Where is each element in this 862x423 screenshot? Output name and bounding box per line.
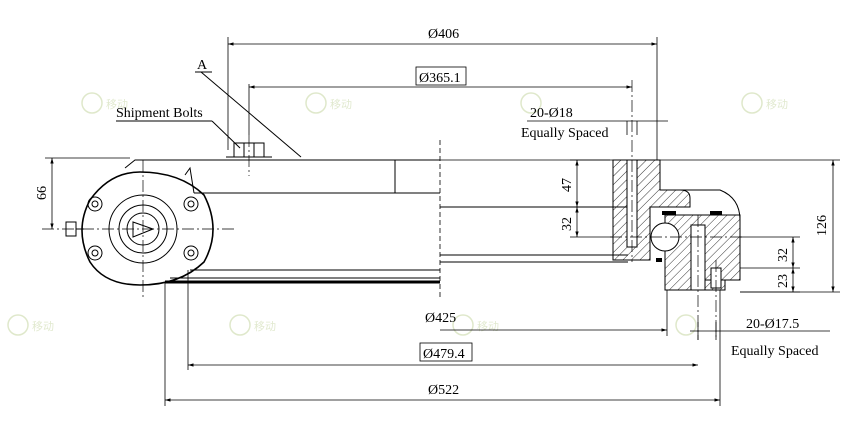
watermark-logo-icon [675, 314, 697, 336]
dimension-32-left: 32 [560, 206, 613, 238]
dimension-406: Ø406 [227, 27, 658, 160]
bolt-holes-top-callout: 20-Ø18 Equally Spaced [521, 106, 668, 141]
watermark-text: 移动 [106, 98, 128, 111]
housing [124, 140, 628, 300]
dimension-479-label: Ø479.4 [423, 347, 465, 362]
watermark-logo-icon: 移动 [741, 92, 788, 114]
dimension-47: 47 [560, 159, 613, 207]
watermark-logo-icon [520, 92, 542, 114]
watermark-group: 移动 移动 移动 移动 移动 移动 [7, 92, 788, 336]
watermark-text: 移动 [32, 320, 54, 333]
dimension-479: Ø479.4 [187, 270, 698, 370]
dimension-425: Ø425 [425, 290, 668, 336]
bolt-holes-bottom-label: 20-Ø17.5 [746, 317, 799, 332]
watermark-text: 移动 [766, 98, 788, 111]
watermark-logo-icon: 移动 [81, 92, 128, 114]
dimension-365: Ø365.1 [248, 66, 632, 135]
flange-bolt-icon [183, 245, 199, 261]
bolt-holes-bottom-callout: 20-Ø17.5 Equally Spaced [690, 317, 830, 359]
ring-section [610, 80, 745, 340]
dimension-425-label: Ø425 [425, 311, 456, 326]
shipment-bolt-icon [226, 135, 272, 176]
dimension-32-left-label: 32 [560, 217, 575, 231]
dimension-365-label: Ø365.1 [419, 71, 461, 86]
dimension-126-label: 126 [815, 215, 830, 236]
dimension-32-right: 32 [740, 236, 800, 269]
section-marker-a: A [195, 58, 302, 158]
motor-flange [42, 160, 235, 300]
flange-bolt-icon [183, 196, 199, 212]
dimension-406-label: Ø406 [428, 27, 459, 42]
watermark-text: 移动 [330, 98, 352, 111]
bolt-holes-top-label: 20-Ø18 [530, 106, 573, 121]
section-marker-label: A [197, 58, 208, 73]
equally-spaced-top-label: Equally Spaced [521, 126, 608, 141]
dimension-522-label: Ø522 [428, 383, 459, 398]
equally-spaced-bottom-label: Equally Spaced [731, 344, 818, 359]
watermark-logo-icon: 移动 [229, 314, 276, 336]
shipment-bolts-callout: Shipment Bolts [116, 106, 241, 149]
dimension-66-label: 66 [35, 186, 50, 200]
dimension-23: 23 [740, 268, 800, 293]
watermark-logo-icon: 移动 [7, 314, 54, 336]
dimension-47-label: 47 [560, 178, 575, 192]
flange-bolt-icon [87, 196, 103, 212]
watermark-text: 移动 [254, 320, 276, 333]
shipment-bolts-label: Shipment Bolts [116, 106, 203, 121]
dimension-23-label: 23 [776, 274, 791, 288]
watermark-text: 移动 [477, 320, 499, 333]
dimension-522: Ø522 [164, 282, 721, 406]
flange-bolt-icon [87, 245, 103, 261]
dimension-32-right-label: 32 [776, 248, 791, 262]
dimension-66: 66 [35, 157, 130, 229]
watermark-logo-icon: 移动 [305, 92, 352, 114]
watermark-logo-icon: 移动 [452, 314, 499, 336]
